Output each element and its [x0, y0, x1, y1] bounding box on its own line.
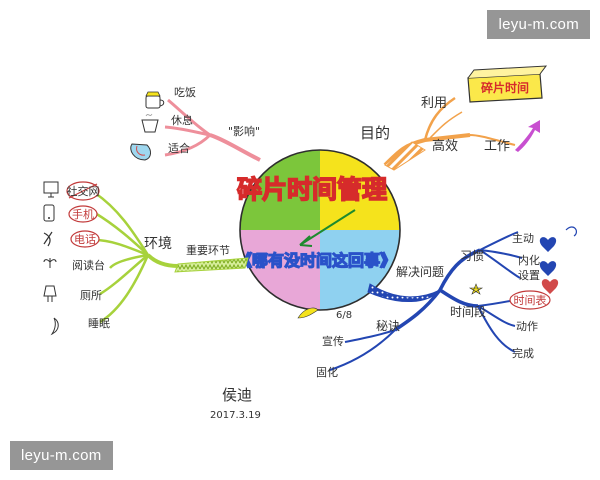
svg-text:时间表: 时间表 — [514, 293, 547, 307]
toilet-icon — [43, 285, 57, 302]
center-quadrant-yellow — [320, 150, 400, 230]
signature-name: 侯迪 — [222, 386, 252, 404]
branch-purpose: 目的 利用 碎片时间 高效 工作 — [360, 65, 548, 171]
method-habit: 习惯 — [460, 248, 484, 263]
svg-text:社交网: 社交网 — [67, 184, 100, 198]
purpose-label: 目的 — [360, 124, 390, 142]
center-quadrant-green — [240, 150, 320, 230]
heart-icon — [539, 237, 557, 252]
branch-method: 解决问题 习惯 主动 内化 设置 时间段 时间表 动作 完成 秘诀 宣传 固化 … — [297, 226, 578, 379]
env-item-tel: 电话 — [70, 230, 100, 248]
bed-icon — [50, 317, 59, 336]
habit-item-setup: 设置 — [518, 269, 540, 282]
method-period: 时间段 — [450, 304, 486, 319]
method-secret: 秘诀 — [376, 319, 400, 333]
env-item-reading: 阅读台 — [72, 258, 105, 272]
method-label: 解决问题 — [396, 265, 444, 279]
watermark-top: leyu-m.com — [487, 10, 590, 39]
center-quadrant-blue — [320, 230, 400, 310]
env-item-toilet: 厕所 — [80, 289, 102, 302]
heart-icon — [541, 279, 559, 294]
cup-icon — [141, 113, 159, 133]
environment-label: 环境 — [144, 236, 172, 252]
period-item-action: 动作 — [516, 320, 538, 333]
purpose-efficient: 高效 — [432, 138, 458, 154]
environment-important: 重要环节 — [186, 243, 230, 257]
phone-icon — [43, 204, 55, 222]
habit-item-internalize: 内化 — [518, 253, 540, 267]
watermark-bottom: leyu-m.com — [10, 441, 113, 470]
star-icon — [468, 283, 484, 295]
env-item-phone: 手机 — [68, 205, 98, 223]
secret-item-promote: 宣传 — [322, 334, 344, 348]
svg-text:手机: 手机 — [72, 207, 94, 221]
arrow-up-icon — [515, 120, 540, 152]
period-item-schedule: 时间表 — [509, 290, 551, 310]
leaf-icon — [297, 307, 319, 319]
signature: 侯迪 2017.3.19 — [210, 386, 261, 421]
fragment-time-tag: 碎片时间 — [467, 65, 548, 103]
signature-date: 2017.3.19 — [210, 410, 261, 421]
coffee-icon — [145, 91, 165, 109]
purpose-work: 工作 — [484, 139, 510, 154]
center-subtitle: 《哪有没时间这回事》 — [236, 251, 396, 270]
purpose-use: 利用 — [421, 96, 447, 111]
habit-item-active: 主动 — [512, 232, 534, 245]
center-title: 碎片时间管理 — [237, 175, 387, 204]
branch-environment: 环境 重要环节 社交网 手机 电话 阅读台 厕所 睡眠 — [43, 181, 249, 336]
secret-item-solidify: 固化 — [316, 365, 338, 379]
telephone-icon — [43, 231, 53, 247]
ying-label: "影响" — [228, 125, 260, 138]
svg-text:碎片时间: 碎片时间 — [481, 80, 529, 95]
center-arrow — [299, 209, 356, 246]
ying-item-eat: 吃饭 — [174, 86, 196, 99]
ying-item-suit: 适合 — [168, 141, 190, 155]
center-quadrant-pink — [240, 230, 320, 310]
env-item-sleep: 睡眠 — [88, 317, 110, 330]
swirl-icon — [565, 226, 578, 237]
svg-text:电话: 电话 — [74, 233, 96, 246]
plant-icon — [43, 258, 57, 268]
hands-icon — [130, 143, 151, 161]
method-tag: 6/8 — [336, 310, 352, 321]
computer-icon — [43, 181, 59, 198]
ying-item-rest: 休息 — [171, 113, 193, 127]
branch-ying: "影响" 吃饭 休息 适合 — [130, 86, 261, 162]
period-item-done: 完成 — [512, 346, 534, 360]
center-circle: 碎片时间管理 《哪有没时间这回事》 — [235, 149, 401, 311]
heart-icon — [539, 261, 557, 276]
env-item-social: 社交网 — [66, 181, 100, 201]
